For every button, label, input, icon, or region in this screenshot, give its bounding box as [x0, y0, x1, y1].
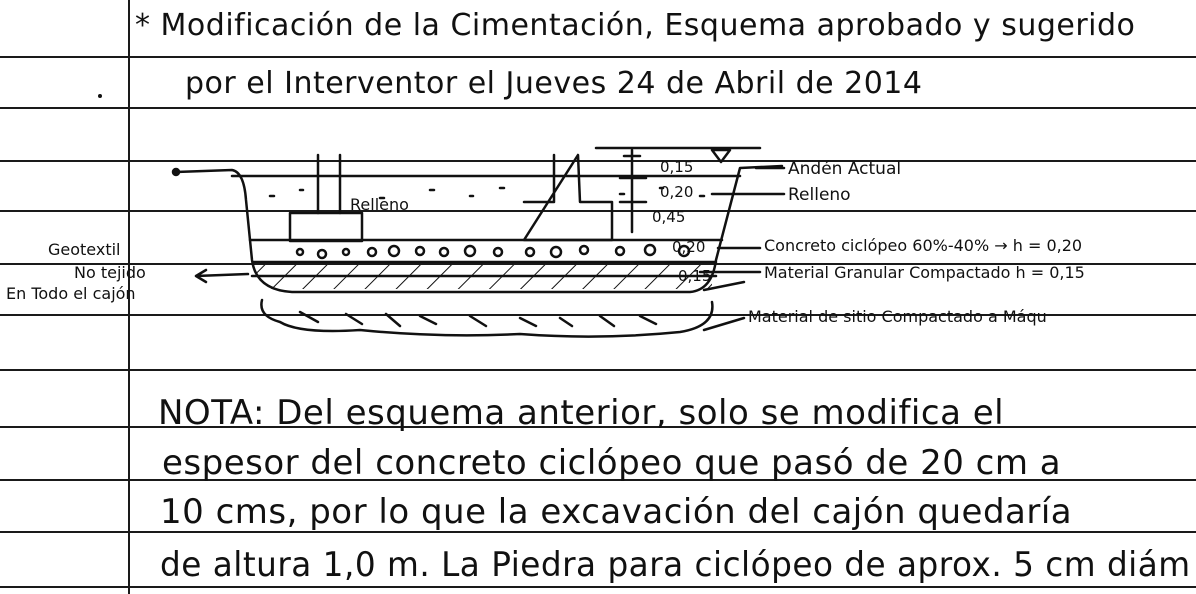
- soil-outline: [260, 298, 714, 338]
- ruled-line: [0, 210, 1196, 212]
- ruled-line: [0, 426, 1196, 428]
- note-line-2: espesor del concreto ciclópeo que pasó d…: [162, 443, 1062, 483]
- label-granular: Material Granular Compactado h = 0,15: [764, 263, 1085, 282]
- ink-dot: [98, 94, 102, 98]
- title-line-2: por el Interventor el Jueves 24 de Abril…: [185, 66, 923, 101]
- ruled-line: [0, 479, 1196, 481]
- note-line-1: NOTA: Del esquema anterior, solo se modi…: [158, 393, 1005, 433]
- dim-1: 0,15: [660, 158, 693, 176]
- note-line-4: de altura 1,0 m. La Piedra para ciclópeo…: [160, 545, 1191, 585]
- ruled-line: [0, 160, 1196, 162]
- label-geotextil: Geotextil: [48, 240, 121, 259]
- footing-left: [288, 211, 364, 243]
- dim-5: 0,15: [678, 267, 711, 285]
- dim-3: 0,45: [652, 208, 685, 226]
- footing-right: [522, 153, 614, 242]
- dim-2: 0,20: [660, 183, 693, 201]
- label-sitio: Material de sitio Compactado a Máqu: [748, 307, 1047, 326]
- label-anden: Andén Actual: [788, 159, 901, 179]
- title-line-1: * Modificación de la Cimentación, Esquem…: [135, 8, 1136, 43]
- label-todo-cajon: En Todo el cajón: [6, 284, 136, 303]
- label-concreto: Concreto ciclópeo 60%-40% → h = 0,20: [764, 236, 1082, 255]
- ruled-line: [0, 107, 1196, 109]
- label-relleno-fill: Relleno: [350, 195, 409, 214]
- dim-4: 0,20: [672, 238, 705, 256]
- ruled-line: [0, 314, 1196, 316]
- label-no-tejido: No tejido: [74, 263, 146, 282]
- margin-line: [128, 0, 130, 594]
- note-line-3: 10 cms, por lo que la excavación del caj…: [160, 492, 1073, 532]
- label-relleno: Relleno: [788, 185, 851, 205]
- ruled-line: [0, 263, 1196, 265]
- ruled-line: [0, 56, 1196, 58]
- ruled-line: [0, 531, 1196, 533]
- ruled-line: [0, 369, 1196, 371]
- ruled-line: [0, 586, 1196, 588]
